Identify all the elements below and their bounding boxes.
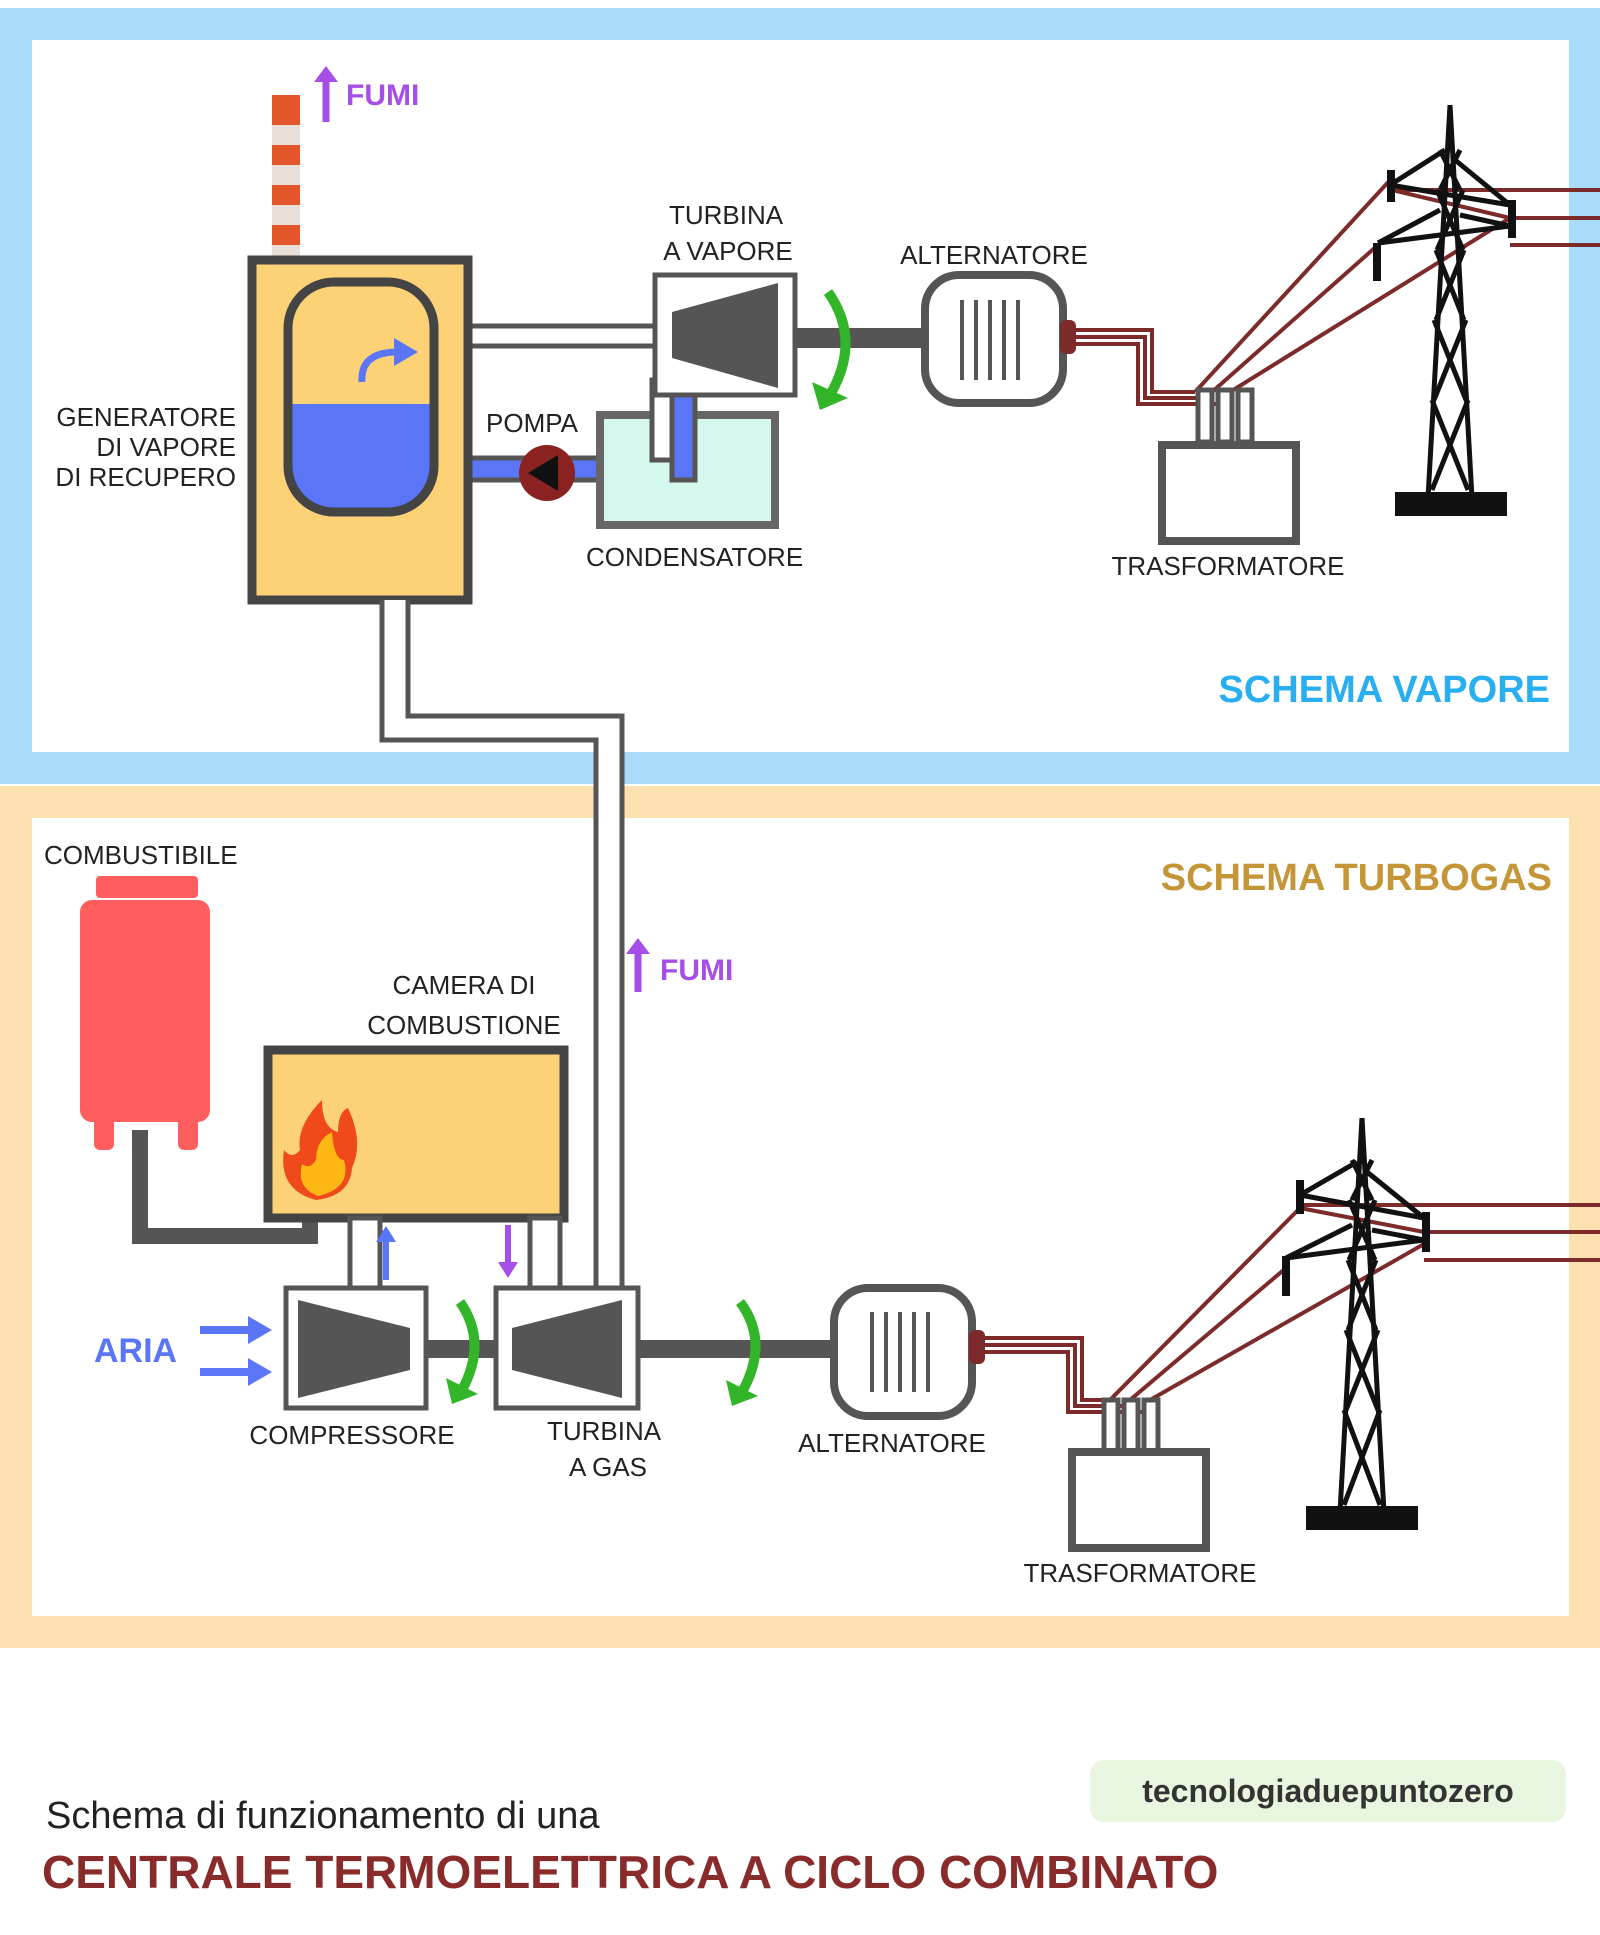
generator-label-1: GENERATORE bbox=[56, 402, 236, 432]
steam-transformer-label: TRASFORMATORE bbox=[1111, 551, 1344, 581]
gas-section-title: SCHEMA TURBOGAS bbox=[1161, 857, 1552, 899]
steam-transformer bbox=[1158, 387, 1300, 545]
gas-inner-shaft bbox=[426, 1340, 496, 1358]
compressor-rotation-arrow-icon bbox=[446, 1299, 480, 1404]
pump-label: POMPA bbox=[486, 408, 579, 438]
steam-section-frame bbox=[0, 8, 1600, 784]
fuel-label: COMBUSTIBILE bbox=[44, 840, 238, 870]
steam-pylon-base bbox=[1395, 492, 1507, 516]
generator-label-2: DI VAPORE bbox=[96, 432, 236, 462]
steam-turbine bbox=[652, 272, 798, 398]
gas-down-arrow-icon bbox=[498, 1225, 518, 1278]
chimney-icon bbox=[272, 95, 300, 270]
steam-insulators-icon bbox=[1373, 170, 1516, 281]
condenser-label: CONDENSATORE bbox=[586, 542, 803, 572]
steam-rotation-arrow-icon bbox=[812, 289, 851, 410]
steam-alternator bbox=[921, 271, 1076, 407]
steam-shaft bbox=[795, 328, 925, 348]
heat-recovery-steam-generator bbox=[247, 255, 473, 605]
gas-turbine bbox=[493, 1285, 641, 1411]
pump-icon bbox=[519, 445, 575, 501]
gas-turbine-label-1: TURBINA bbox=[547, 1416, 662, 1446]
steam-fumes-label: FUMI bbox=[346, 79, 419, 112]
gas-shaft bbox=[638, 1340, 834, 1358]
gas-turbine-label-2: A GAS bbox=[569, 1452, 647, 1482]
fumes-arrow-icon bbox=[314, 66, 338, 122]
fire-icon bbox=[283, 1100, 358, 1200]
gas-rotation-arrow-icon bbox=[726, 1299, 761, 1406]
air-label: ARIA bbox=[94, 1332, 177, 1370]
chamber-label-1: CAMERA DI bbox=[392, 970, 535, 1000]
compressor-label: COMPRESSORE bbox=[249, 1420, 454, 1450]
generator-label-3: DI RECUPERO bbox=[55, 462, 236, 492]
steam-section-title: SCHEMA VAPORE bbox=[1219, 669, 1550, 711]
gas-alternator-label: ALTERNATORE bbox=[798, 1428, 986, 1458]
steam-turbine-label-2: A VAPORE bbox=[663, 236, 793, 266]
gas-transformer-label: TRASFORMATORE bbox=[1023, 1558, 1256, 1588]
compressor bbox=[283, 1285, 429, 1411]
fuel-tank bbox=[80, 876, 210, 1150]
steam-pylon-icon bbox=[1376, 104, 1512, 499]
gas-transformer bbox=[1068, 1397, 1210, 1552]
gas-pylon-icon bbox=[1284, 1117, 1426, 1513]
fuel-pipe bbox=[132, 1130, 318, 1244]
steam-turbine-label-1: TURBINA bbox=[669, 200, 784, 230]
gas-fumes-label: FUMI bbox=[660, 954, 733, 987]
hot-gas-duct bbox=[527, 1215, 563, 1291]
air-inlet-arrows-icon bbox=[200, 1316, 272, 1386]
footer-title: CENTRALE TERMOELETTRICA A CICLO COMBINAT… bbox=[42, 1846, 1218, 1898]
gas-section-frame bbox=[0, 786, 1600, 1648]
chamber-label-2: COMBUSTIONE bbox=[367, 1010, 561, 1040]
gas-pylon-base bbox=[1306, 1506, 1418, 1530]
steam-alternator-label: ALTERNATORE bbox=[900, 240, 1088, 270]
gas-fumes-arrow-icon bbox=[626, 938, 650, 992]
air-inlet-duct bbox=[347, 1215, 383, 1291]
steam-wires bbox=[1076, 176, 1600, 406]
air-up-arrow-icon bbox=[376, 1226, 396, 1280]
steam-rising-arrow-icon bbox=[358, 338, 418, 383]
footer-subtitle: Schema di funzionamento di una bbox=[46, 1795, 600, 1837]
brand-badge bbox=[1090, 1760, 1566, 1822]
gas-alternator bbox=[830, 1284, 985, 1420]
gas-wires bbox=[985, 1203, 1600, 1414]
gas-insulators-icon bbox=[1282, 1180, 1430, 1296]
brand-text: tecnologiaduepuntozero bbox=[1142, 1773, 1514, 1809]
